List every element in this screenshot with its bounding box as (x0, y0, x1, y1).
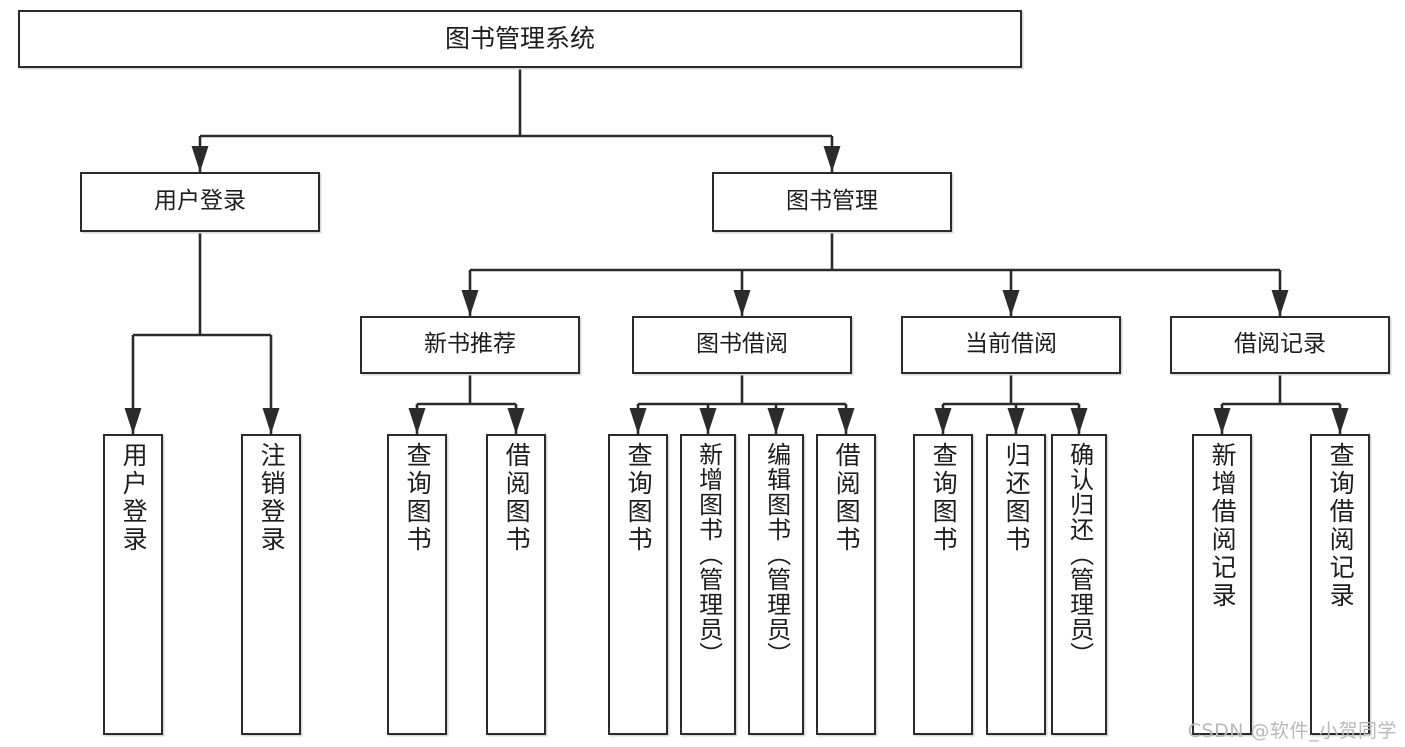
edge-arrowhead (1007, 408, 1025, 434)
node-label: 借阅图书 (832, 442, 862, 554)
node-label: 新书推荐 (424, 331, 516, 358)
edge-arrowhead (837, 408, 855, 434)
node-leaf-borrow-book-rec[interactable]: 借阅图书 (486, 434, 546, 735)
node-user-login[interactable]: 用户登录 (80, 172, 320, 232)
node-leaf-query-book-borrow[interactable]: 查询图书 (608, 434, 668, 735)
node-label: 新增图书（管理员） (694, 442, 723, 667)
node-leaf-add-book[interactable]: 新增图书（管理员） (680, 434, 736, 735)
node-label: 新增借阅记录 (1208, 442, 1238, 610)
node-root[interactable]: 图书管理系统 (18, 10, 1022, 68)
edge-arrowhead (1331, 408, 1349, 434)
node-leaf-edit-book[interactable]: 编辑图书（管理员） (748, 434, 804, 735)
watermark-label: CSDN @软件_小贺同学 (1187, 720, 1397, 742)
edge-arrowhead (733, 290, 751, 316)
edge-arrowhead (461, 290, 479, 316)
edge-arrowhead (699, 408, 717, 434)
node-label: 查询图书 (403, 442, 433, 554)
node-current-borrow[interactable]: 当前借阅 (901, 316, 1121, 374)
edge-arrowhead (767, 408, 785, 434)
node-label: 用户登录 (154, 188, 246, 215)
node-label: 确认归还（管理员） (1065, 442, 1094, 667)
edge-arrowhead (191, 146, 209, 172)
node-leaf-borrow-book[interactable]: 借阅图书 (816, 434, 876, 735)
node-leaf-return-book[interactable]: 归还图书 (986, 434, 1046, 735)
edge-arrowhead (823, 146, 841, 172)
edge-arrowhead (124, 408, 142, 434)
edge-arrowhead (934, 408, 952, 434)
node-book-manage[interactable]: 图书管理 (712, 172, 952, 232)
node-label: 注销登录 (257, 442, 287, 554)
node-label: 查询图书 (624, 442, 654, 554)
node-leaf-confirm-return[interactable]: 确认归还（管理员） (1051, 434, 1107, 735)
node-label: 当前借阅 (965, 331, 1057, 358)
node-leaf-user-login[interactable]: 用户登录 (103, 434, 163, 735)
node-label: 图书借阅 (696, 331, 788, 358)
node-leaf-query-book-rec[interactable]: 查询图书 (387, 434, 447, 735)
node-label: 用户登录 (119, 442, 149, 554)
edge-arrowhead (408, 408, 426, 434)
node-label: 查询借阅记录 (1326, 442, 1356, 610)
node-label: 编辑图书（管理员） (762, 442, 791, 667)
node-leaf-logout[interactable]: 注销登录 (241, 434, 301, 735)
edge-arrowhead (1271, 290, 1289, 316)
node-label: 借阅记录 (1234, 331, 1326, 358)
edge-arrowhead (1213, 408, 1231, 434)
edge-arrowhead (629, 408, 647, 434)
node-leaf-query-record[interactable]: 查询借阅记录 (1310, 434, 1370, 735)
node-label: 查询图书 (929, 442, 959, 554)
node-new-book-rec[interactable]: 新书推荐 (360, 316, 580, 374)
node-leaf-add-record[interactable]: 新增借阅记录 (1192, 434, 1252, 735)
node-borrow-record[interactable]: 借阅记录 (1170, 316, 1390, 374)
node-label: 归还图书 (1002, 442, 1032, 554)
node-label: 借阅图书 (502, 442, 532, 554)
edge-arrowhead (507, 408, 525, 434)
node-label: 图书管理 (786, 188, 878, 215)
node-book-borrow[interactable]: 图书借阅 (632, 316, 852, 374)
edge-arrowhead (1070, 408, 1088, 434)
edge-arrowhead (262, 408, 280, 434)
edge-arrowhead (1002, 290, 1020, 316)
node-label: 图书管理系统 (444, 24, 595, 54)
node-leaf-query-book-cur[interactable]: 查询图书 (913, 434, 973, 735)
